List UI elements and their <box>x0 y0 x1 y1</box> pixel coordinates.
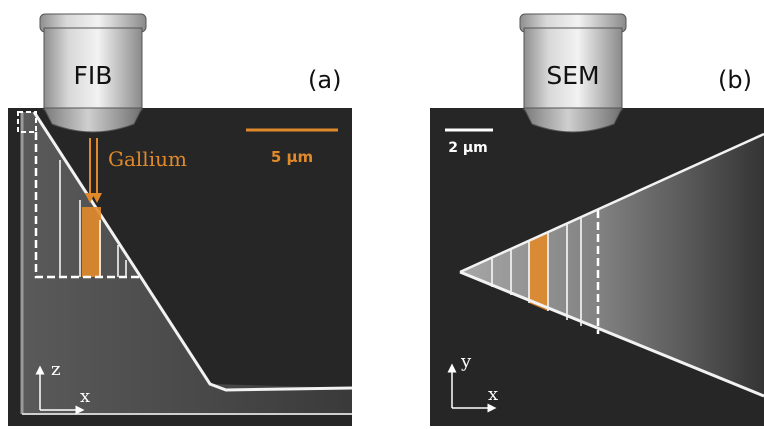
panel-a-dashed-region <box>34 132 140 279</box>
panel-b-orange-slice <box>529 233 548 311</box>
panel-a-beam-label: Gallium <box>108 147 187 171</box>
panel-a: Gallium 5 µm z x FIB (a) <box>8 13 353 426</box>
panel-a-sample-body <box>22 112 352 414</box>
panel-b-y-axis-label: y <box>460 351 472 372</box>
panel-b: 2 µm y x SEM (b) <box>430 13 764 426</box>
panel-b-scale-label: 2 µm <box>448 140 488 156</box>
panel-a-small-dashed-box <box>17 111 37 133</box>
sem-lens-label: SEM <box>546 61 599 90</box>
panel-a-scale-label: 5 µm <box>271 148 313 166</box>
panel-a-sample-edge <box>32 111 353 392</box>
panel-a-x-axis-label: x <box>80 386 90 407</box>
panel-b-x-axis-label: x <box>488 384 498 405</box>
panel-b-wedge <box>460 134 764 396</box>
sem-lens-icon <box>519 13 627 133</box>
panel-b-wedge-edge-upper <box>459 132 764 274</box>
panel-a-z-axis-label: z <box>51 359 60 380</box>
fib-lens-label: FIB <box>74 61 113 90</box>
panel-a-orange-slice <box>82 207 101 277</box>
panel-b-wedge-edge-lower <box>459 270 764 398</box>
panel-b-label: (b) <box>718 66 752 94</box>
panel-a-label: (a) <box>308 66 341 94</box>
fib-lens-icon <box>39 13 147 133</box>
